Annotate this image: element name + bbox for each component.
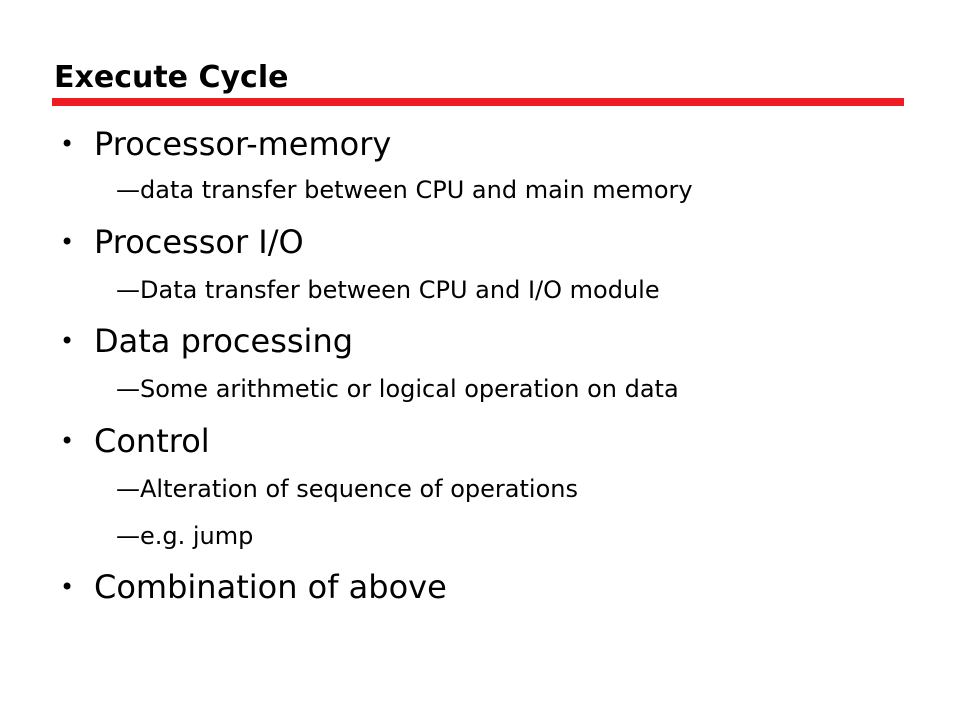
sub-text: Some arithmetic or logical operation on … <box>140 375 679 403</box>
bullet-text: Processor I/O <box>94 223 304 261</box>
sub-dash: — <box>116 522 140 550</box>
bullet-dot: • <box>60 228 75 256</box>
sub-text: Alteration of sequence of operations <box>140 475 578 503</box>
bullet-text: Processor-memory <box>94 125 392 163</box>
bullet-dot: • <box>60 427 75 455</box>
sub-dash: — <box>116 375 140 403</box>
sub-text: Data transfer between CPU and I/O module <box>140 276 660 304</box>
bullet-dot: • <box>60 573 75 601</box>
sub-dash: — <box>116 276 140 304</box>
bullet-text: Data processing <box>94 322 354 360</box>
sub-text: data transfer between CPU and main memor… <box>140 176 693 204</box>
sub-text: e.g. jump <box>140 522 254 550</box>
sub-dash: — <box>116 475 140 503</box>
bullet-dot: • <box>60 130 75 158</box>
slide-title: Execute Cycle <box>54 60 289 95</box>
bullet-text: Combination of above <box>94 568 447 606</box>
bullet-dot: • <box>60 327 75 355</box>
bullet-text: Control <box>94 422 210 460</box>
title-underline <box>52 98 904 106</box>
sub-dash: — <box>116 176 140 204</box>
